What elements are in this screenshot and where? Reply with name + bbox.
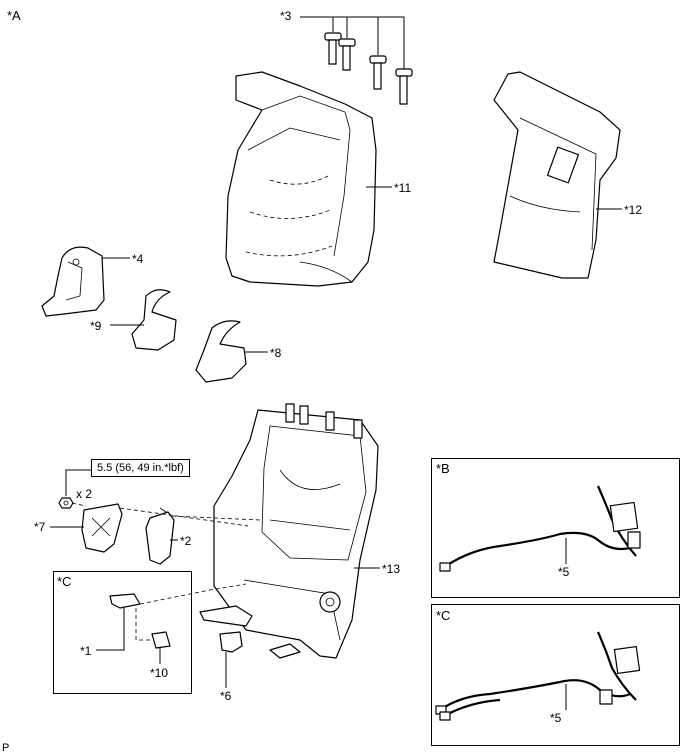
recliner-cover-inner xyxy=(110,289,177,351)
seat-module xyxy=(145,507,178,565)
inset-box-c-left xyxy=(53,571,192,694)
callout-4: *4 xyxy=(132,252,144,266)
headrest-guide xyxy=(324,32,342,65)
seatback-frame xyxy=(199,403,380,659)
view-label-c-left: *C xyxy=(57,574,72,589)
callout-1: *1 xyxy=(80,644,92,658)
callout-2: *2 xyxy=(180,534,192,548)
headrest-guide xyxy=(338,38,356,71)
seat-wire-harness-b xyxy=(439,485,641,572)
callout-3: *3 xyxy=(280,9,292,23)
callout-8: *8 xyxy=(270,346,282,360)
view-label-b: *B xyxy=(436,461,450,476)
seatback-side-cover xyxy=(41,246,130,317)
connector-clip xyxy=(219,631,243,688)
callout-5-b: *5 xyxy=(558,565,570,579)
headrest-guide xyxy=(369,55,387,90)
callout-11: *11 xyxy=(394,181,412,195)
seatback-pad xyxy=(493,71,622,279)
callout-5-c: *5 xyxy=(550,711,562,725)
callout-9: *9 xyxy=(90,319,102,333)
recliner-cover-outer xyxy=(195,320,268,383)
inset-box-b xyxy=(431,458,680,598)
mounting-guide-line xyxy=(71,502,261,527)
footer-mark: P xyxy=(2,742,10,754)
view-label-c-inset: *C xyxy=(436,608,451,623)
torque-spec: 5.5 (56, 49 in.*lbf) xyxy=(91,459,190,477)
quantity-label: x 2 xyxy=(76,487,93,501)
headrest-guide-group xyxy=(300,16,413,105)
seatback-cover xyxy=(225,71,392,287)
module-bracket xyxy=(50,503,123,553)
seat-wire-harness-c xyxy=(435,631,641,721)
headrest-guide xyxy=(395,68,413,105)
inset-box-c xyxy=(431,604,680,746)
nut-fastener xyxy=(58,469,91,509)
view-label-a: *A xyxy=(7,8,21,23)
callout-12: *12 xyxy=(624,203,643,217)
callout-13: *13 xyxy=(382,562,401,576)
callout-10: *10 xyxy=(150,666,169,680)
callout-6: *6 xyxy=(220,689,232,703)
inset-c-contents xyxy=(96,583,247,664)
callout-7: *7 xyxy=(34,520,46,534)
